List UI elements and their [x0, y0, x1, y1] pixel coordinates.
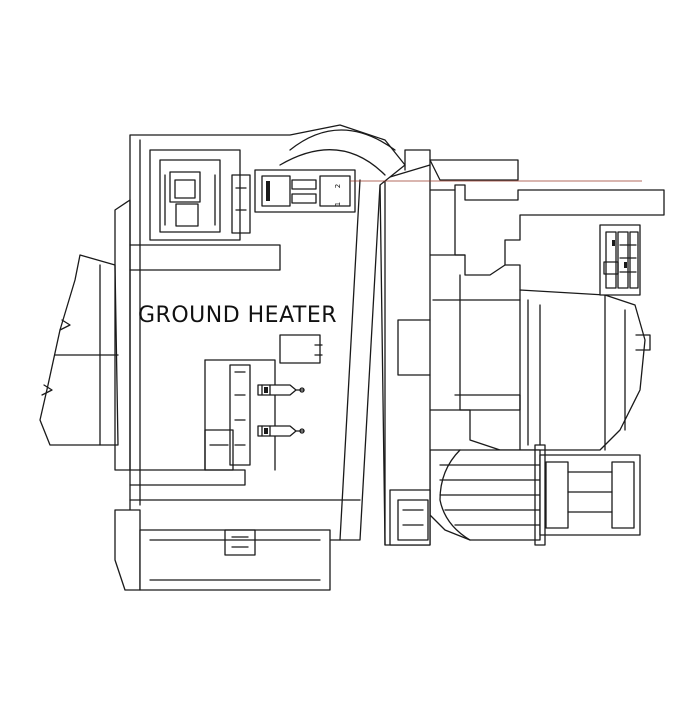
right-terminal-connector	[599, 224, 641, 296]
pin-label-2: 2	[334, 184, 342, 188]
pump-body	[379, 149, 431, 546]
left-bracket	[39, 199, 131, 471]
ground-heater-label: GROUND HEATER	[138, 303, 337, 328]
terminal-lower	[257, 425, 305, 437]
bottom-latch	[114, 509, 331, 591]
outlet-hose-connector	[429, 444, 641, 546]
heater-terminals	[204, 364, 305, 471]
motor-housing	[429, 159, 665, 451]
terminal-upper	[257, 384, 305, 396]
pin-label-1: 1	[334, 202, 342, 206]
upper-terminal-connector: 2 1	[254, 169, 356, 213]
left-upper-connector	[149, 149, 251, 241]
